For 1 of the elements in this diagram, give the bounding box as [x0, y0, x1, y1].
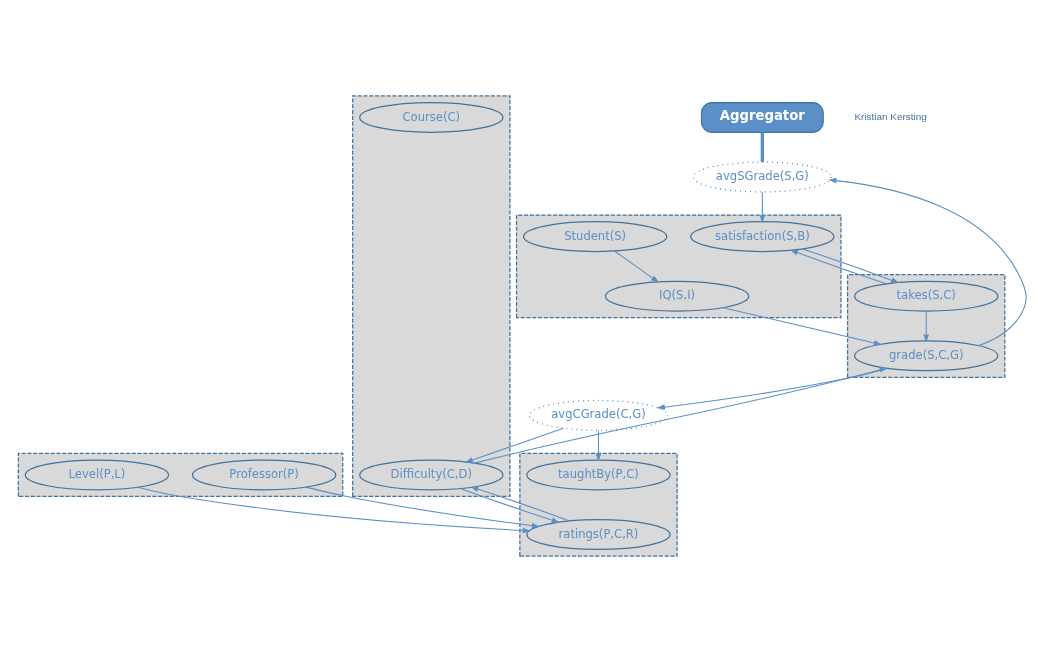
- label: Kristian Kersting: [854, 111, 927, 123]
